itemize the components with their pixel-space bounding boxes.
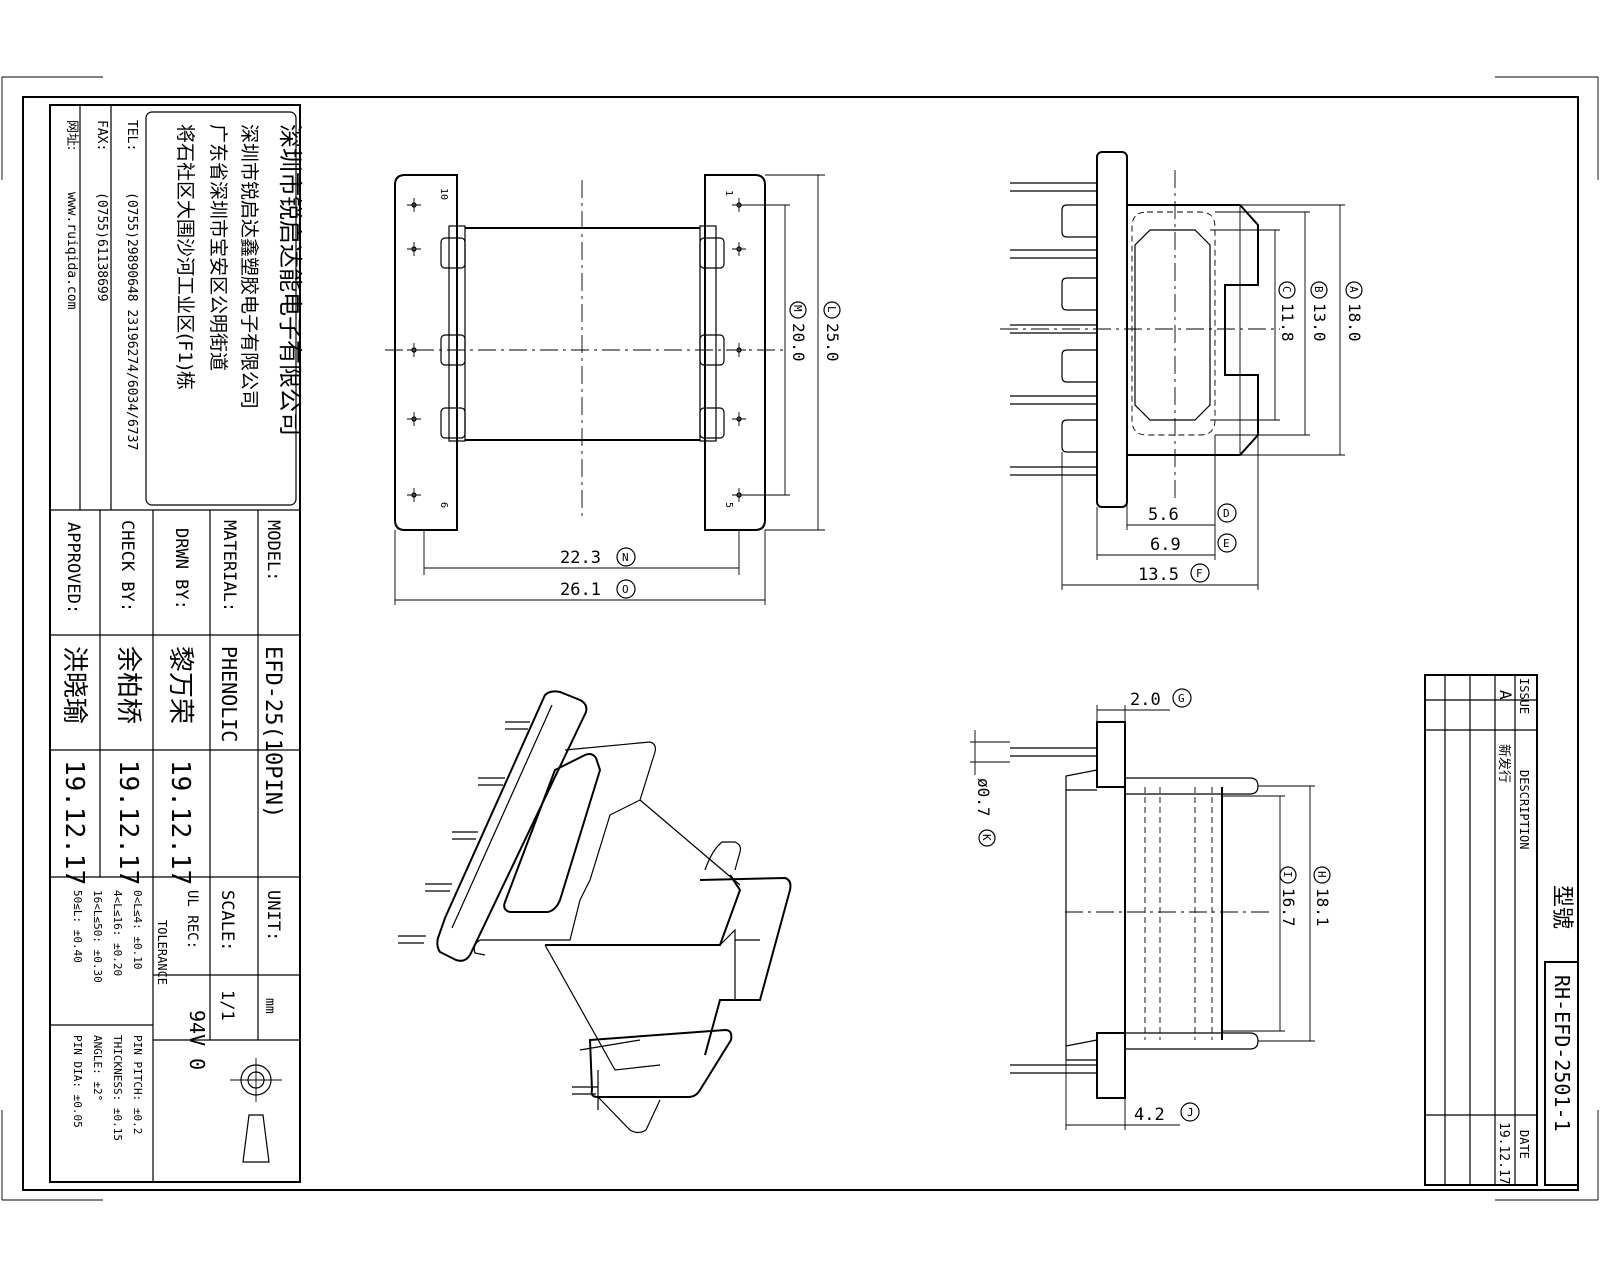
issue-label: ISSUE (1517, 678, 1531, 714)
approved-label: APPROVED: (63, 522, 83, 614)
drwn-label: DRWN BY: (171, 528, 191, 610)
tolerance-label: TOLERANCE (155, 920, 169, 985)
dim-D-value: 5.6 (1148, 505, 1179, 525)
scale-value: 1/1 (217, 990, 237, 1021)
material-value: PHENOLIC (217, 646, 241, 742)
tolerance-1: 0<L≤4: ±0.10 (131, 890, 144, 969)
dim-F-value: 13.5 (1138, 565, 1179, 585)
side-view: 2.0 G H 18.1 I 16.7 4.2 J ø0.7 K (970, 688, 1332, 1130)
dim-F-letter: F (1196, 567, 1203, 580)
web-value: www.ruiqida.com (64, 192, 79, 310)
ul-label: UL REC: (184, 890, 200, 949)
material-label: MATERIAL: (219, 520, 239, 612)
dim-K-value: ø0.7 (974, 778, 993, 817)
company-name-1: 深圳市锐启达能电子有限公司 (276, 124, 304, 436)
tolerance-4: 50≤L: ±0.40 (71, 890, 84, 963)
tel-value: (0755)29890648 23196274/6034/6737 (124, 192, 139, 450)
tolerance-pin-dia: PIN DIA: ±0.05 (71, 1035, 84, 1128)
dim-O-letter: O (622, 583, 629, 596)
check-name: 余柏桥 (113, 646, 143, 724)
crop-marks (1, 76, 1599, 1201)
drwn-name: 黎万荣 (165, 646, 195, 724)
dim-O-value: 26.1 (560, 580, 601, 600)
dim-I-letter: I (1281, 871, 1294, 878)
ul-value: 94V 0 (185, 1010, 209, 1070)
dim-N-letter: N (622, 551, 629, 564)
dim-L-letter: L (825, 306, 838, 313)
tolerance-2: 4<L≤16: ±0.20 (111, 890, 124, 976)
unit-value: mm (262, 998, 277, 1014)
dim-G-letter: G (1178, 692, 1185, 705)
date-label: DATE (1517, 1130, 1531, 1159)
check-date: 19.12.17 (113, 760, 143, 885)
dim-N-value: 22.3 (560, 548, 601, 568)
isometric-view (398, 690, 792, 1134)
model-no-label: 型號 (1549, 885, 1574, 929)
company-address-2: 将石社区大围沙河工业区(F1)栋 (174, 124, 196, 390)
dim-C-value: 11.8 (1278, 303, 1297, 342)
unit-label: UNIT: (263, 890, 283, 941)
model-label: MODEL: (263, 520, 283, 581)
fax-label: FAX: (94, 120, 109, 151)
check-label: CHECK BY: (117, 520, 137, 612)
top-view: 10 1 6 5 L 25.0 M 20.0 22.3 N 26.1 O (385, 174, 842, 605)
tolerance-3: 16<L≤50: ±0.30 (91, 890, 104, 983)
company-name-2: 深圳市锐启达鑫塑胶电子有限公司 (238, 124, 260, 409)
model-no-value: RH-EFD-2501-1 (1550, 975, 1574, 1132)
tolerance-angle: ANGLE: ±2° (91, 1035, 104, 1101)
dim-H-letter: H (1315, 871, 1328, 878)
dim-B-value: 13.0 (1310, 303, 1329, 342)
dim-A-letter: A (1347, 286, 1360, 293)
end-view: A 18.0 B 13.0 C 11.8 5.6 D 6.9 E 13.5 (1000, 151, 1364, 590)
drwn-date: 19.12.17 (165, 760, 195, 885)
approved-name: 洪晓瑜 (59, 646, 89, 724)
dim-M-letter: M (791, 305, 804, 312)
rev-description: 新发行 (1496, 744, 1512, 783)
dim-J-value: 4.2 (1134, 1105, 1165, 1125)
dim-J-letter: J (1187, 1106, 1194, 1119)
dim-C-letter: C (1280, 286, 1293, 293)
description-label: DESCRIPTION (1517, 770, 1531, 849)
dim-K-letter: K (980, 834, 993, 841)
fax-value: (0755)61138699 (94, 192, 109, 302)
pin-label-10: 10 (438, 188, 449, 200)
rev-issue: A (1496, 690, 1515, 700)
rev-date: 19.12.17 (1496, 1122, 1511, 1185)
model-value: EFD-25(10PIN) (260, 646, 285, 818)
drawing-frame (22, 96, 1579, 1191)
dim-I-value: 16.7 (1279, 888, 1298, 927)
dim-E-value: 6.9 (1150, 535, 1181, 555)
dim-A-value: 18.0 (1345, 303, 1364, 342)
dim-L-value: 25.0 (823, 323, 842, 362)
approved-date: 19.12.17 (59, 760, 89, 885)
dim-D-letter: D (1223, 507, 1230, 520)
dim-M-value: 20.0 (789, 323, 808, 362)
pin-label-5: 5 (723, 502, 734, 508)
scale-label: SCALE: (217, 890, 237, 951)
dim-E-letter: E (1223, 537, 1230, 550)
dim-H-value: 18.1 (1313, 888, 1332, 927)
projection-symbol (230, 1058, 282, 1163)
title-block: 深圳市锐启达能电子有限公司 深圳市锐启达鑫塑胶电子有限公司 广东省深圳市宝安区公… (49, 104, 304, 1183)
dim-G-value: 2.0 (1130, 690, 1161, 710)
pin-label-1: 1 (723, 190, 734, 196)
tel-label: TEL: (124, 120, 139, 151)
company-address-1: 广东省深圳市宝安区公明街道 (207, 124, 229, 371)
revision-block: ISSUE DESCRIPTION DATE A 新发行 19.12.17 型號… (1424, 674, 1579, 1186)
dim-B-letter: B (1312, 286, 1325, 293)
tolerance-thickness: THICKNESS: ±0.15 (111, 1035, 124, 1141)
tolerance-pin-pitch: PIN PITCH: ±0.2 (131, 1035, 144, 1134)
pin-label-6: 6 (438, 502, 449, 508)
web-label: 网址: (64, 120, 79, 150)
